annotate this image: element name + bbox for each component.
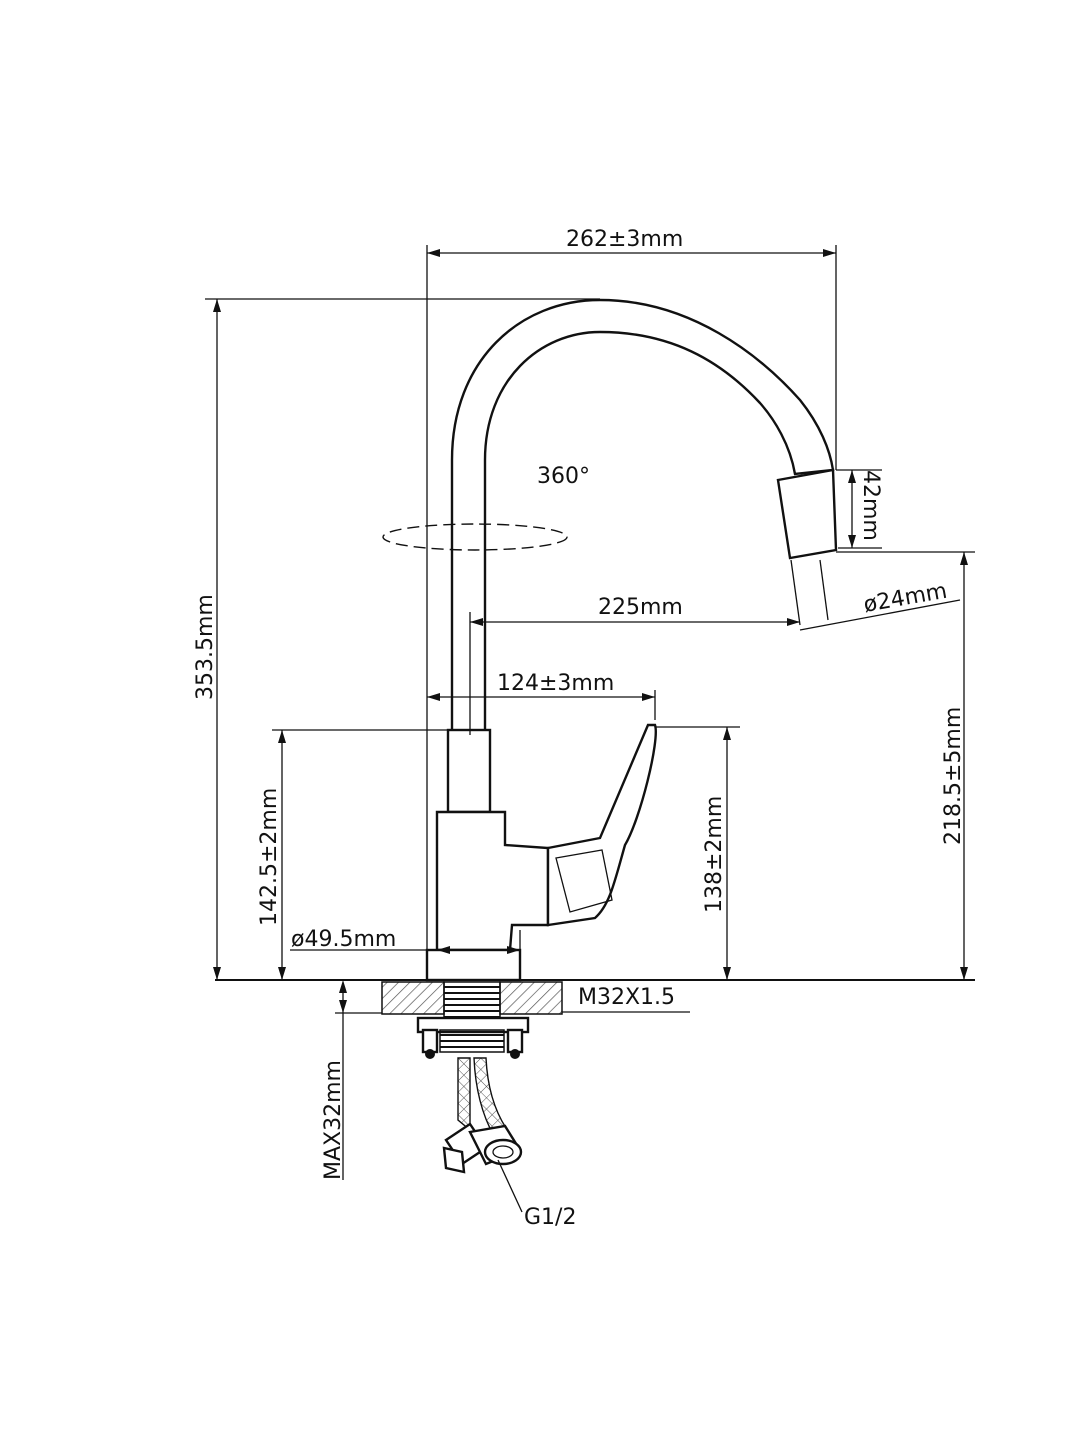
spout	[450, 298, 835, 737]
label-handle-height: 138±2mm	[702, 796, 727, 913]
swivel-collar	[446, 728, 492, 814]
counter-slab-left	[381, 981, 445, 1015]
label-aerator-diameter: ø24mm	[862, 579, 949, 618]
counter-slab-right	[499, 981, 563, 1015]
faucet-body	[435, 810, 550, 952]
dimension-labels: 262±3mm 353.5mm 360° 42mm ø24mm 225mm 12…	[193, 227, 966, 1230]
label-base-diameter: ø49.5mm	[291, 927, 396, 952]
label-spout-reach: 225mm	[598, 595, 683, 620]
label-hose-fitting: G1/2	[524, 1205, 576, 1230]
faucet	[382, 298, 838, 982]
mount-thread	[443, 981, 501, 1023]
label-spout-clearance: 218.5±5mm	[941, 707, 966, 845]
dimension-lines	[205, 245, 975, 1213]
base-ring	[425, 948, 522, 982]
aerator	[776, 468, 838, 560]
label-body-height: 142.5±2mm	[257, 788, 282, 926]
label-rotation: 360°	[537, 464, 590, 489]
label-max-counter: MAX32mm	[321, 1060, 346, 1180]
label-total-height: 353.5mm	[193, 594, 218, 700]
dimension-arrows	[213, 249, 968, 1013]
label-total-width: 262±3mm	[566, 227, 683, 252]
mount-stud-thread	[439, 1029, 505, 1053]
label-aerator-height: 42mm	[858, 470, 883, 541]
mounting-nut	[416, 1016, 530, 1059]
rotation-indicator	[382, 523, 568, 551]
label-thread: M32X1.5	[578, 985, 675, 1010]
supply-hoses	[442, 1057, 523, 1174]
lever-handle	[546, 723, 657, 927]
label-handle-reach: 124±3mm	[497, 671, 614, 696]
